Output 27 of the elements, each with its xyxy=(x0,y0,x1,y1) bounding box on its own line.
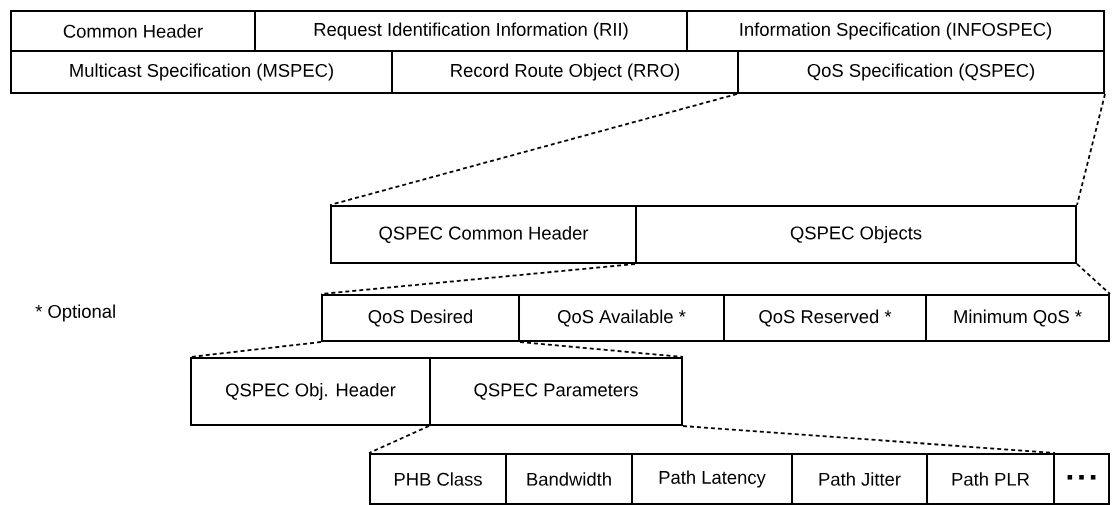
field-box: Path Jitter xyxy=(791,453,928,505)
field-box: QSPEC Common Header xyxy=(330,205,637,264)
expansion-line xyxy=(1076,263,1111,295)
field-box: Common Header xyxy=(10,10,256,52)
note: * Optional xyxy=(35,304,115,322)
field-box: Record Route Object (RRO) xyxy=(391,50,739,94)
field-box: QSPEC Objects xyxy=(635,205,1077,264)
field-box: Path Latency xyxy=(631,453,793,505)
field-box: QSPEC Parameters xyxy=(429,357,683,426)
field-box: QoS Specification (QSPEC) xyxy=(737,50,1105,94)
field-box: Information Specification (INFOSPEC) xyxy=(686,10,1105,52)
expansion-line xyxy=(682,425,1056,454)
field-box: QoS Desired xyxy=(321,294,520,342)
field-box: QSPEC Obj. Header xyxy=(190,357,431,426)
expansion-line xyxy=(189,341,322,358)
field-box: PHB Class xyxy=(369,453,507,505)
field-box: Bandwidth xyxy=(505,453,633,505)
field-box: Multicast Specification (MSPEC) xyxy=(10,50,393,94)
field-box: QoS Available * xyxy=(518,294,725,342)
expansion-line xyxy=(1076,93,1106,206)
field-box: Request Identification Information (RII) xyxy=(254,10,688,52)
field-box: Path PLR xyxy=(926,453,1055,505)
field-box: QoS Reserved * xyxy=(723,294,927,342)
expansion-line xyxy=(329,93,738,206)
expansion-line xyxy=(368,425,430,454)
field-box: Minimum QoS * xyxy=(925,294,1110,342)
field-box: ▪ ▪ ▪ xyxy=(1053,453,1110,505)
